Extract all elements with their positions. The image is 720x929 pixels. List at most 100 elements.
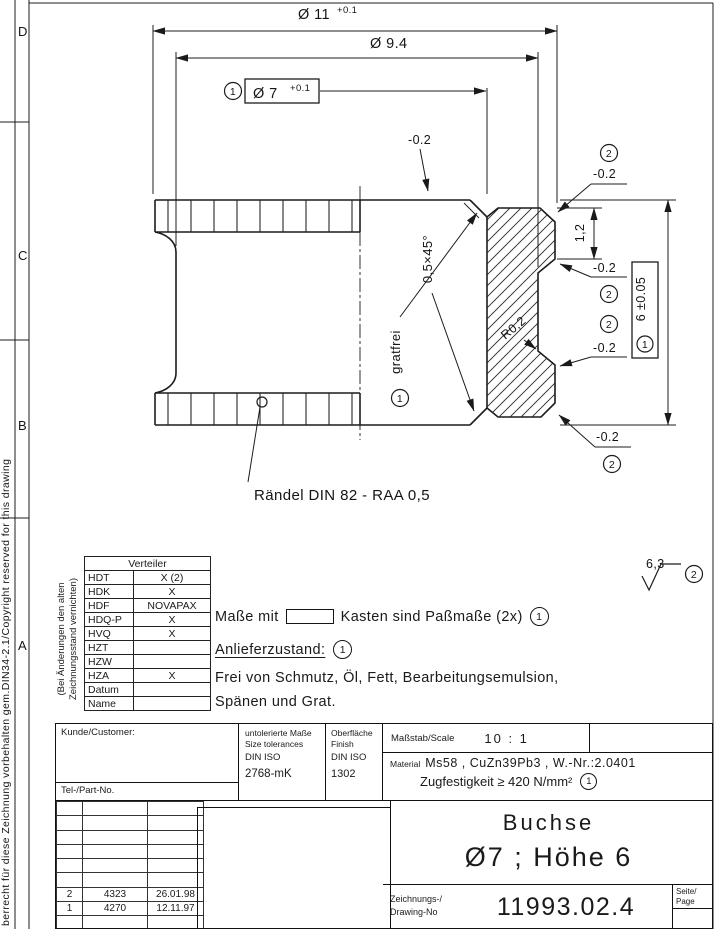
page-cell: Seite/ Page — [672, 885, 712, 928]
copyright-note: berrecht für diese Zeichnung vorbehalten… — [0, 459, 12, 926]
rev-row — [56, 843, 204, 860]
part-no-cell: Tel-/Part-No. — [56, 783, 239, 801]
knurl-ticks — [167, 200, 353, 425]
svg-text:-0.2: -0.2 — [593, 261, 616, 275]
scale-cell: Maßstab/Scale 10 : 1 — [383, 724, 712, 753]
svg-text:1: 1 — [642, 339, 648, 351]
svg-text:1: 1 — [230, 86, 236, 98]
rev-row — [56, 915, 204, 928]
dim-dia7: Ø 7 +0.1 1 — [223, 78, 488, 194]
balloon-2-icon — [684, 564, 704, 584]
part-outline — [154, 186, 556, 440]
rev-row — [56, 872, 204, 888]
svg-text:-0.2: -0.2 — [593, 341, 616, 355]
balloon-2-icon — [602, 454, 622, 474]
part-size: Ø7 ; Höhe 6 — [464, 842, 633, 872]
roughness-symbol-icon: 6,3 2 — [641, 557, 704, 592]
balloon-1-icon: 1 — [580, 773, 598, 790]
signature-box — [197, 807, 391, 928]
tol-rim-bottom: -0.2 2 — [558, 414, 631, 474]
drawing-number: 11993.02.4 — [496, 893, 636, 921]
revision-table: 2 4323 26.01.98 1 4270 12.11.97 — [56, 800, 204, 928]
scale-value: 10 : 1 — [484, 730, 529, 746]
dist-row: Name — [84, 696, 211, 711]
svg-text:0,5×45°: 0,5×45° — [420, 235, 435, 283]
drawing-no-label: Zeichnungs-/ Drawing-No — [390, 893, 443, 917]
rev-row — [56, 800, 204, 817]
delivery-state-heading: Anlieferzustand: 1 — [215, 640, 595, 659]
zone-letter-a: A — [18, 638, 27, 653]
strength-value: Zugfestigkeit ≥ 420 N/mm² — [420, 774, 573, 789]
balloon-1-icon — [223, 81, 243, 101]
rev-row — [56, 858, 204, 874]
svg-text:1,2: 1,2 — [573, 224, 587, 243]
svg-text:6 ±0.05: 6 ±0.05 — [634, 277, 648, 321]
customer-cell: Kunde/Customer: — [56, 724, 239, 783]
balloon-groove: 2 — [599, 314, 619, 334]
callout-knurl: Rändel DIN 82 - RAA 0,5 — [247, 396, 430, 504]
material-value: Ms58 , CuZn39Pb3 , W.-Nr.:2.0401 — [425, 756, 636, 770]
fit-box-icon — [285, 609, 334, 624]
distribution-header: Verteiler — [84, 556, 211, 571]
balloon-1-icon — [390, 388, 410, 408]
rev-row: 2 4323 26.01.98 — [56, 886, 204, 903]
dim-step-12: 1,2 — [557, 207, 602, 260]
distribution-side-note: (Bei Änderungen den alten Zeichnungsstan… — [56, 578, 79, 700]
material-cell: Material Ms58 , CuZn39Pb3 , W.-Nr.:2.040… — [383, 753, 712, 801]
svg-text:2: 2 — [609, 459, 615, 471]
balloon-2-icon — [599, 284, 619, 304]
callout-deburr: gratfrei 1 — [388, 212, 478, 408]
dim-dia7-tol: +0.1 — [290, 83, 310, 94]
svg-text:R0,2: R0,2 — [498, 314, 528, 343]
balloon-1-icon: 1 — [529, 607, 549, 626]
dist-row: HZW — [84, 654, 211, 669]
part-name: Buchse — [502, 810, 595, 835]
tol-groove-top: -0.2 2 — [559, 261, 627, 304]
tol-top-face: -0.2 — [408, 133, 431, 192]
dim-dia11-tol: +0.1 — [337, 5, 357, 16]
balloon-2-icon — [599, 314, 619, 334]
rev-row — [56, 815, 204, 831]
dist-row: HZT — [84, 640, 211, 655]
balloon-1-icon — [636, 335, 654, 353]
dim-dia11: Ø 11 +0.1 — [152, 5, 558, 203]
tolerance-cell: untolerierte Maße Size tolerances DIN IS… — [239, 724, 326, 801]
part-title-cell: Buchse Ø7 ; Höhe 6 — [383, 801, 712, 885]
cleanliness-note-2: Spänen und Grat. — [215, 694, 336, 710]
svg-text:2: 2 — [691, 569, 697, 581]
rev-row: 1 4270 12.11.97 — [56, 901, 204, 917]
dim-height: 6 ±0.05 1 — [560, 199, 676, 426]
balloon-2-icon — [599, 143, 619, 163]
zone-letter-d: D — [18, 24, 28, 39]
dim-dia11-label: Ø 11 — [298, 7, 330, 23]
fit-dimension-note: Maße mit Kasten sind Paßmaße (2x) 1 — [215, 607, 595, 626]
revision-area: 2 4323 26.01.98 1 4270 12.11.97 — [56, 800, 391, 928]
svg-text:2: 2 — [606, 148, 612, 160]
tol-groove-bottom: -0.2 — [559, 341, 627, 367]
zone-letters: D C B A — [18, 24, 28, 653]
dim-dia94-label: Ø 9.4 — [370, 36, 407, 52]
svg-text:-0.2: -0.2 — [596, 430, 619, 444]
svg-text:-0.2: -0.2 — [408, 133, 431, 147]
callout-chamfer: 0,5×45° — [420, 235, 475, 412]
dim-dia94: Ø 9.4 — [175, 36, 539, 267]
cleanliness-note-1: Frei von Schmutz, Öl, Fett, Bearbeitungs… — [215, 670, 559, 686]
zone-letter-c: C — [18, 248, 28, 263]
notes-block: Maße mit Kasten sind Paßmaße (2x) 1 Anli… — [215, 607, 595, 710]
zone-letter-b: B — [18, 418, 27, 433]
rev-row — [56, 829, 204, 845]
drawing-number-cell: Zeichnungs-/ Drawing-No 11993.02.4 Seite… — [383, 885, 712, 928]
finish-cell: Oberfläche Finish DIN ISO 1302 — [326, 724, 383, 801]
balloon-1-icon: 1 — [333, 640, 353, 659]
svg-text:1: 1 — [397, 393, 403, 405]
dim-dia7-label: Ø 7 — [253, 86, 278, 102]
